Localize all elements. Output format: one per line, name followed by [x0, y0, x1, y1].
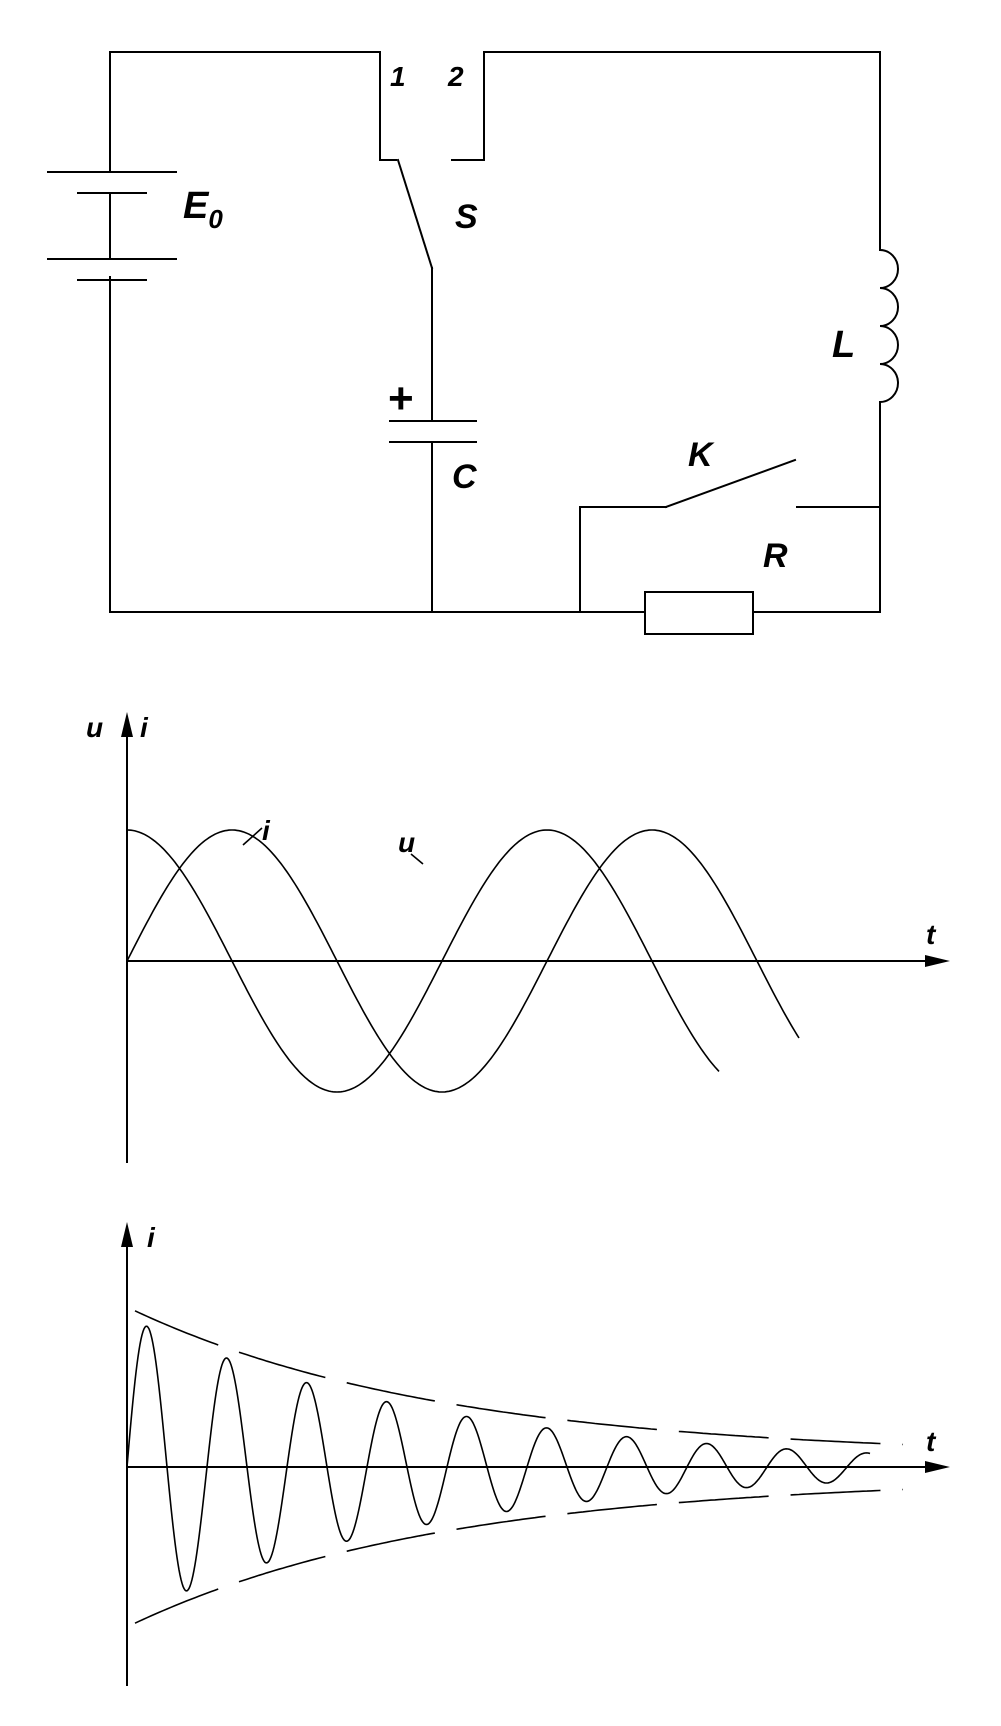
graph1-y-label-u: u — [86, 712, 103, 743]
graph2-y-label: i — [147, 1222, 156, 1253]
capacitor-label: C — [452, 458, 477, 496]
resistor-label: R — [763, 537, 788, 575]
wire-left-vertical-lower — [109, 276, 433, 613]
graph2-y-arrow — [121, 1222, 133, 1247]
switch-label: S — [455, 198, 478, 236]
graph-undamped: u i t i u — [86, 712, 950, 1163]
graph2-envelope-upper — [134, 1310, 904, 1446]
wire-left-top — [109, 51, 397, 161]
graph1-x-arrow — [925, 955, 950, 967]
inductor-label: L — [832, 324, 855, 366]
source-label: E0 — [183, 185, 223, 234]
graph1-y-arrow — [121, 712, 133, 737]
wire-right-top — [451, 51, 881, 251]
graph-damped: i t — [121, 1222, 950, 1686]
inductor-symbol — [878, 248, 899, 404]
graph1-curve-u — [126, 829, 800, 1093]
battery-symbol — [47, 171, 177, 281]
graph2-x-arrow — [925, 1461, 950, 1473]
graph1-curve-label-u: u — [398, 827, 415, 858]
key-k-symbol — [664, 458, 797, 509]
graph2-x-label: t — [926, 1426, 937, 1457]
capacitor-symbol — [389, 420, 477, 613]
graph1-curve-i — [126, 829, 720, 1093]
graph1-u-leader — [410, 853, 424, 865]
capacitor-polarity: + — [388, 374, 414, 423]
switch-s-symbol — [396, 158, 434, 421]
graph1-i-leader — [242, 827, 263, 846]
wire-key-branch — [579, 506, 667, 613]
graph1-x-label: t — [926, 919, 937, 950]
graph2-envelope-lower — [134, 1488, 904, 1624]
switch-pos2-label: 2 — [447, 61, 464, 92]
graph2-curve-i — [126, 1325, 871, 1592]
graph1-curve-label-i: i — [262, 815, 271, 846]
graph1-y-label-i: i — [140, 712, 149, 743]
resistor-symbol — [644, 591, 754, 635]
switch-pos1-label: 1 — [390, 61, 406, 92]
key-label: K — [688, 436, 715, 474]
wire-right-lower — [754, 401, 881, 613]
circuit-diagram: E0 1 2 S + C L K R — [47, 51, 899, 635]
